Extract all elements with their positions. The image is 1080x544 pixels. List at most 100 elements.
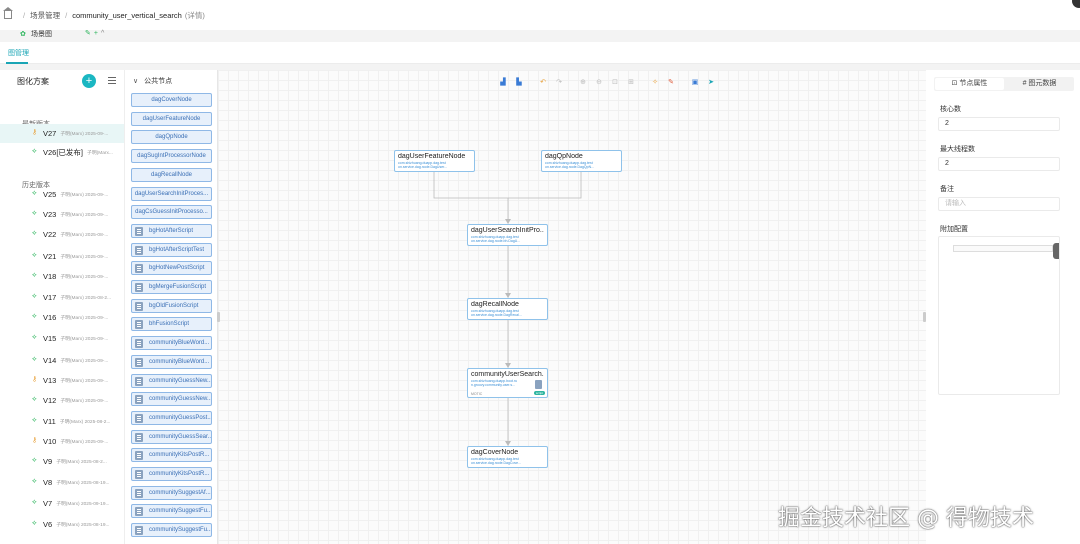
version-name: V13	[43, 376, 57, 385]
palette-node[interactable]: communitySuggestFu...	[131, 523, 212, 538]
palette-node[interactable]: bgOldFusionScript	[131, 298, 212, 313]
property-tabs: ⊡ 节点属性 # 图元数据	[934, 77, 1074, 91]
tab-graph-management[interactable]: 图管理	[8, 50, 29, 57]
history-version-label: 历史版本	[22, 182, 50, 189]
palette-node[interactable]: communityKitsPostR...	[131, 448, 212, 463]
graph-canvas[interactable]	[218, 70, 926, 544]
list-icon[interactable]	[108, 77, 116, 84]
fit-view-icon[interactable]: ⊡	[612, 79, 618, 86]
palette-node-label: dagSugIntProcessorNode	[137, 153, 206, 160]
zoom-out-icon[interactable]: ⊖	[596, 79, 602, 86]
palette-header[interactable]: ∨公共节点	[133, 76, 172, 86]
tab-node-properties[interactable]: ⊡ 节点属性	[935, 78, 1004, 90]
canvas-node[interactable]: communityUserSearch...com.shizhuang.duap…	[467, 368, 548, 398]
breadcrumb-parent[interactable]: 场景管理	[30, 10, 61, 20]
canvas-node[interactable]: dagUserSearchInitPro...com.shizhuang.dua…	[467, 224, 548, 246]
branch-icon: ⟡	[32, 356, 37, 363]
palette-node-label: bgHotAfterScriptTest	[149, 246, 205, 253]
tab-active-underline	[6, 62, 28, 64]
version-name: V26[已发布]	[43, 148, 84, 157]
scene-tree-item[interactable]: ✿ 场景图	[20, 29, 52, 39]
max-threads-input[interactable]: 2	[938, 157, 1060, 171]
collapse-right-handle[interactable]	[923, 312, 926, 322]
version-name: V22	[43, 230, 57, 239]
export-icon[interactable]: ▙	[516, 79, 522, 86]
palette-node[interactable]: communityKitsPostR...	[131, 467, 212, 481]
palette-node[interactable]: dagCoverNode	[131, 93, 212, 107]
palette-node[interactable]: bgMergeFusionScript	[131, 280, 212, 294]
redo-icon[interactable]: ↷	[556, 79, 562, 86]
palette-node[interactable]: communityGuessNew...	[131, 392, 212, 407]
palette-node[interactable]: communityBlueWord...	[131, 354, 212, 369]
layout-icon[interactable]: ⊞	[628, 79, 634, 86]
remark-input[interactable]: 请输入	[938, 197, 1060, 211]
tab-graph-metadata[interactable]: # 图元数据	[1022, 80, 1057, 87]
palette-node[interactable]: dagUserFeatureNode	[131, 111, 212, 126]
palette-node[interactable]: bgHotAfterScript	[131, 223, 212, 238]
palette-node[interactable]: dagQpNode	[131, 130, 212, 145]
import-icon[interactable]: ▟	[500, 79, 506, 86]
edit-icon[interactable]: ✎	[85, 30, 94, 37]
collapse-left-handle[interactable]	[217, 312, 220, 322]
collapse-icon[interactable]: ^	[100, 30, 108, 37]
brush-icon[interactable]: ✎	[668, 79, 674, 86]
palette-node[interactable]: communitySuggestAf...	[131, 485, 212, 500]
core-count-label: 核心数	[940, 106, 961, 113]
palette-node[interactable]: dagUserSearchInitProces...	[131, 186, 212, 201]
palette-node-label: communityGuessPost...	[149, 414, 212, 421]
zoom-in-icon[interactable]: ⊕	[580, 79, 586, 86]
palette-node-label: bgMergeFusionScript	[149, 284, 207, 290]
core-count-input[interactable]: 2	[938, 117, 1060, 131]
palette-node[interactable]: communityBlueWord...	[131, 336, 212, 351]
version-name: V12	[43, 396, 57, 405]
palette-node[interactable]: communityGuessSear...	[131, 429, 212, 444]
editor-scroll-handle[interactable]	[1053, 243, 1059, 259]
send-icon[interactable]: ➤	[708, 79, 714, 86]
palette-node[interactable]: bgHotAfterScriptTest	[131, 242, 212, 257]
palette-node[interactable]: dagSugIntProcessorNode	[131, 149, 212, 164]
version-meta: 子明(Marx) 2025-08-...	[60, 233, 109, 238]
save-icon[interactable]: ▣	[691, 79, 699, 86]
home-icon[interactable]	[3, 7, 13, 19]
script-icon	[135, 470, 143, 479]
palette-node[interactable]: communityGuessNew...	[131, 373, 212, 388]
extra-config-editor[interactable]	[938, 236, 1060, 395]
version-name: V17	[43, 293, 57, 302]
palette-node[interactable]: dagRecallNode	[131, 167, 212, 182]
add-plan-button[interactable]: +	[82, 74, 96, 88]
magic-icon[interactable]: ✧	[652, 79, 658, 86]
palette-node[interactable]: dagCsGuessInitProcesso...	[131, 205, 212, 220]
palette-node[interactable]: communitySuggestFu...	[131, 504, 212, 519]
key-icon: ⚷	[32, 129, 38, 136]
add-icon[interactable]: +	[93, 30, 101, 37]
palette-node[interactable]: communityGuessPost...	[131, 410, 212, 425]
palette-node[interactable]: bgHotNewPostScript	[131, 261, 212, 276]
palette-node[interactable]: bhFusionScript	[131, 317, 212, 332]
avatar[interactable]	[1072, 0, 1080, 8]
version-item[interactable]: ⟡V26[已发布]子明(Marx...	[0, 143, 124, 162]
undo-icon[interactable]: ↶	[540, 79, 546, 86]
version-meta: 子明(Marx) 2025-09-...	[60, 255, 109, 260]
